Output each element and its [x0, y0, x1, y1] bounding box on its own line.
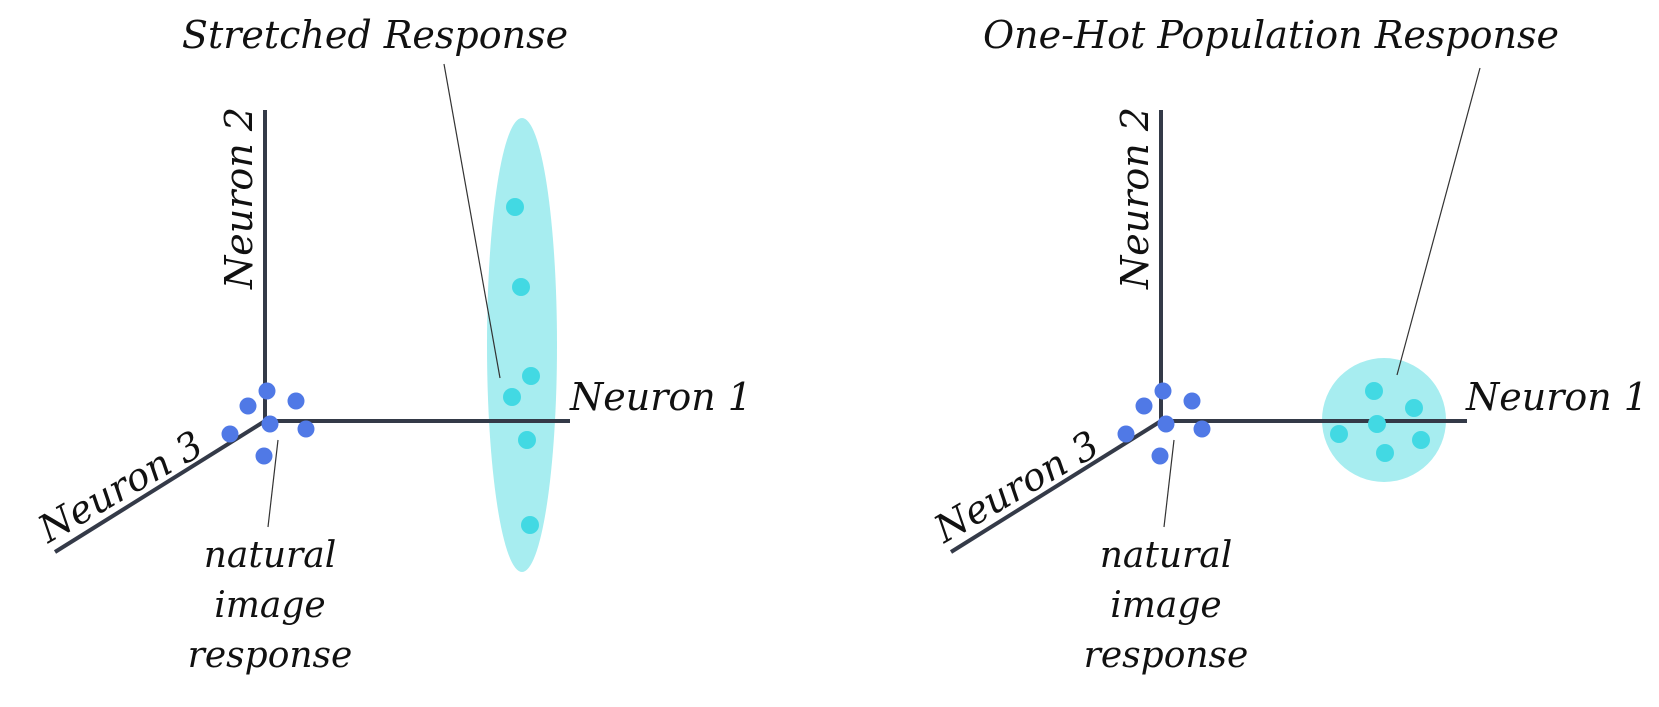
panel-stretched: Stretched Response Neuron 1 Neuron 2 Neu…	[30, 13, 752, 676]
one-hot-response-dots	[1330, 382, 1430, 462]
neuron-3-label: Neuron 3	[926, 422, 1106, 552]
one-hot-dot	[1368, 415, 1386, 433]
panel-title: Stretched Response	[182, 13, 568, 57]
natural-leader-line	[1163, 439, 1175, 528]
one-hot-dot	[1405, 399, 1423, 417]
natural-dot	[297, 420, 315, 438]
stretched-dot	[512, 278, 530, 296]
panel-title: One-Hot Population Response	[983, 13, 1559, 57]
neuron-1-label: Neuron 1	[1465, 375, 1648, 419]
neuron-1-label: Neuron 1	[569, 375, 752, 419]
neuron-3-label: Neuron 3	[30, 422, 210, 552]
natural-response-dots	[221, 382, 315, 465]
natural-label-line-3: response	[188, 635, 353, 676]
stretched-dot	[521, 516, 539, 534]
stretched-dot	[518, 431, 536, 449]
natural-label-line-1: natural	[1100, 535, 1233, 576]
natural-dot	[255, 447, 273, 465]
stretched-response-cloud	[487, 118, 557, 572]
natural-dot	[258, 382, 276, 400]
natural-dot	[287, 392, 305, 410]
natural-dot	[239, 397, 257, 415]
natural-response-dots	[1117, 382, 1211, 465]
natural-label-line-2: image	[214, 585, 325, 626]
neuron-3-axis	[949, 419, 1163, 554]
natural-dot	[261, 415, 279, 433]
one-hot-dot	[1365, 382, 1383, 400]
neuron-2-label: Neuron 2	[217, 107, 261, 290]
title-leader-line	[1396, 67, 1481, 376]
neuron-3-axis	[53, 419, 267, 554]
panel-one-hot: One-Hot Population Response Neuron 1 Neu…	[926, 13, 1648, 676]
natural-dot	[1157, 415, 1175, 433]
natural-dot	[1151, 447, 1169, 465]
natural-label-line-2: image	[1110, 585, 1221, 626]
natural-label-line-3: response	[1084, 635, 1249, 676]
natural-dot	[1154, 382, 1172, 400]
one-hot-dot	[1412, 431, 1430, 449]
natural-dot	[1193, 420, 1211, 438]
stretched-dot	[506, 198, 524, 216]
natural-dot	[221, 425, 239, 443]
neuron-2-label: Neuron 2	[1113, 107, 1157, 290]
one-hot-dot	[1376, 444, 1394, 462]
natural-dot	[1183, 392, 1201, 410]
title-leader-line	[443, 63, 501, 379]
stretched-dot	[503, 388, 521, 406]
one-hot-dot	[1330, 425, 1348, 443]
natural-dot	[1117, 425, 1135, 443]
natural-label-line-1: natural	[204, 535, 337, 576]
stretched-response-dots	[503, 198, 540, 534]
natural-dot	[1135, 397, 1153, 415]
stretched-dot	[522, 367, 540, 385]
natural-leader-line	[267, 439, 279, 528]
